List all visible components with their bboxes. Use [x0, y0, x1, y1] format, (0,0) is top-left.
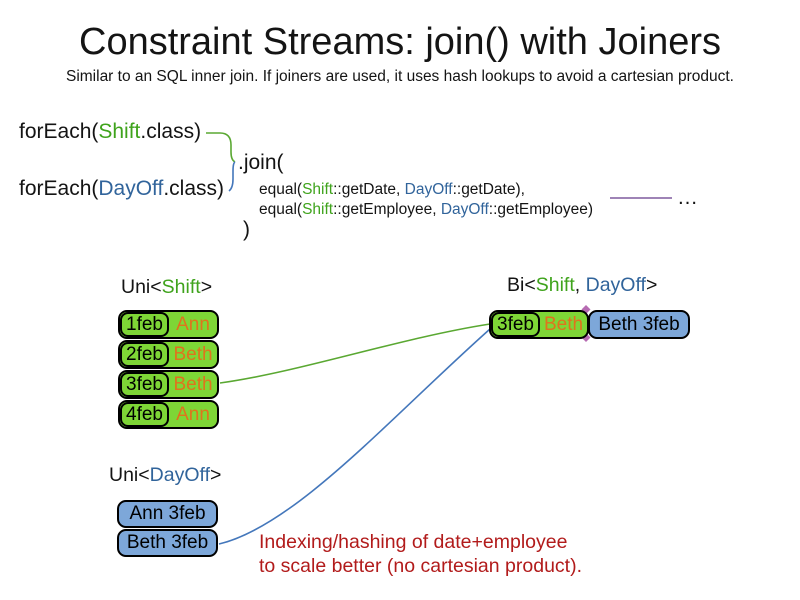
label-text: Uni<: [109, 464, 150, 486]
shift-row-4: 4feb Ann: [118, 400, 219, 429]
code-text: ::getDate,: [333, 181, 405, 198]
label-text: >: [645, 274, 658, 296]
code-text: ::getEmployee): [488, 201, 594, 218]
brace-lower-connector: [228, 161, 236, 192]
shift-employee-cell: Beth: [173, 373, 213, 395]
note-line-1: Indexing/hashing of date+employee: [259, 531, 568, 553]
page-subtitle: Similar to an SQL inner join. If joiners…: [65, 68, 734, 85]
label-text: >: [209, 464, 222, 486]
dayoff-class-token: DayOff: [585, 274, 646, 296]
code-text: ::getDate),: [452, 181, 525, 198]
dayoff-to-bi-connector: [218, 328, 491, 545]
code-text: forEach(: [19, 120, 99, 143]
code-foreach-dayoff: forEach(DayOff.class): [19, 176, 224, 201]
code-text: equal(: [259, 181, 303, 198]
more-joiners-ellipsis: …: [677, 186, 698, 209]
code-text: ::getEmployee,: [333, 201, 441, 218]
code-joiner-employee: equal(Shift::getEmployee, DayOff::getEmp…: [259, 200, 593, 220]
shift-class-token: Shift: [535, 274, 575, 296]
label-text: ,: [574, 274, 586, 296]
shift-class-token: Shift: [161, 276, 201, 298]
shift-employee-cell: Ann: [176, 403, 210, 425]
bi-row-shift-part: 3feb Beth: [489, 310, 589, 339]
dayoff-class-token: DayOff: [404, 181, 453, 198]
uni-shift-label: Uni<Shift>: [121, 276, 212, 299]
shift-date-cell: 1feb: [120, 312, 169, 337]
code-text: .class): [163, 177, 225, 200]
bi-employee-cell: Beth: [543, 313, 584, 335]
code-text: forEach(: [19, 177, 99, 200]
code-foreach-shift: forEach(Shift.class): [19, 119, 201, 144]
dayoff-class-token: DayOff: [98, 177, 164, 200]
shift-date-cell: 2feb: [120, 342, 169, 367]
shift-date-cell: 4feb: [120, 402, 169, 427]
code-joiner-date: equal(Shift::getDate, DayOff::getDate),: [259, 180, 525, 200]
shift-to-bi-connector: [219, 323, 491, 384]
bi-row-dayoff-part: Beth 3feb: [588, 310, 690, 339]
shift-date-cell: 3feb: [120, 372, 169, 397]
label-text: >: [200, 276, 213, 298]
shift-class-token: Shift: [98, 120, 141, 143]
dayoff-class-token: DayOff: [149, 464, 210, 486]
shift-employee-cell: Ann: [176, 313, 210, 335]
dayoff-class-token: DayOff: [440, 201, 489, 218]
code-join-close: ): [243, 218, 250, 241]
shift-row-2: 2feb Beth: [118, 340, 219, 369]
label-text: Bi<: [507, 274, 536, 296]
brace-upper-connector: [206, 132, 236, 163]
shift-row-1: 1feb Ann: [118, 310, 219, 339]
code-join-open: .join(: [238, 151, 284, 174]
uni-dayoff-label: Uni<DayOff>: [109, 464, 221, 487]
dayoff-row-2: Beth 3feb: [117, 529, 218, 557]
page-title: Constraint Streams: join() with Joiners: [79, 21, 721, 63]
shift-class-token: Shift: [302, 201, 334, 218]
shift-row-3: 3feb Beth: [118, 370, 219, 399]
bi-label: Bi<Shift, DayOff>: [507, 274, 657, 297]
code-text: equal(: [259, 201, 303, 218]
bi-date-cell: 3feb: [491, 312, 540, 337]
dayoff-row-1: Ann 3feb: [117, 500, 218, 528]
shift-class-token: Shift: [302, 181, 334, 198]
code-text: .class): [140, 120, 202, 143]
shift-employee-cell: Beth: [173, 343, 213, 365]
label-text: Uni<: [121, 276, 162, 298]
note-line-2: to scale better (no cartesian product).: [259, 554, 582, 577]
